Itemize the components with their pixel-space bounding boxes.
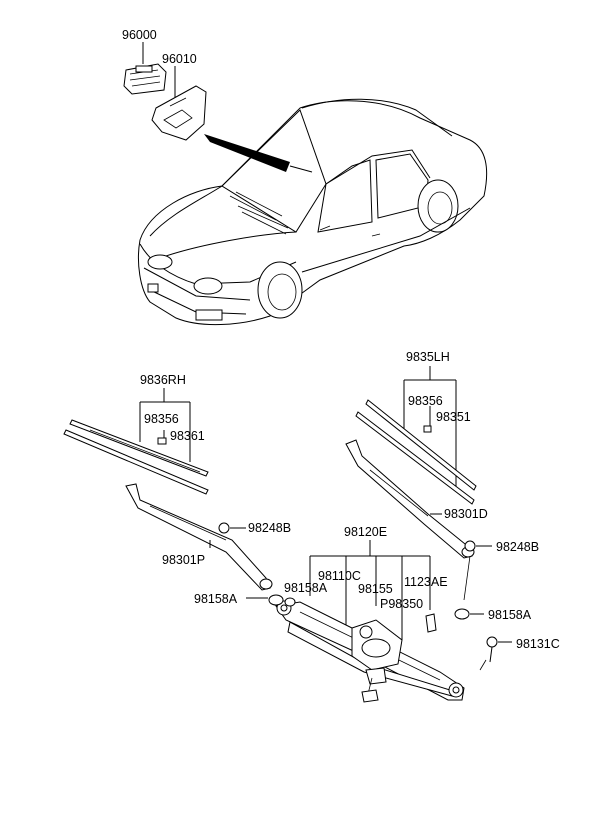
label-98131C: 98131C bbox=[516, 637, 560, 651]
label-9836RH: 9836RH bbox=[140, 373, 186, 387]
label-98158A-left: 98158A bbox=[194, 592, 238, 606]
bracket-98120E bbox=[309, 540, 431, 640]
label-1123AE: 1123AE bbox=[404, 575, 448, 589]
wiper-arm-98301P bbox=[125, 483, 273, 591]
car-illustration bbox=[137, 98, 488, 325]
label-98301P: 98301P bbox=[162, 553, 205, 567]
bolt-98131C bbox=[486, 636, 512, 663]
guide-lines-right bbox=[463, 555, 487, 671]
label-98248B-right: 98248B bbox=[496, 540, 539, 554]
label-98356-rh: 98356 bbox=[144, 412, 179, 426]
bracket-9836RH bbox=[139, 388, 191, 462]
wiper-blade-right-hand bbox=[63, 419, 209, 495]
washer-98158A-mid bbox=[284, 597, 296, 607]
label-98361: 98361 bbox=[170, 429, 205, 443]
wiper-arm-98301D bbox=[345, 439, 475, 559]
label-98120E: 98120E bbox=[344, 525, 387, 539]
label-98110C: 98110C bbox=[318, 569, 361, 583]
label-98301D: 98301D bbox=[444, 507, 488, 521]
label-98155: 98155 bbox=[358, 582, 393, 596]
pointer-arrow bbox=[204, 134, 290, 172]
pointer-line bbox=[289, 165, 313, 173]
label-98351: 98351 bbox=[436, 410, 471, 424]
label-P98350: P98350 bbox=[380, 597, 423, 611]
wiper-blade-left-hand bbox=[355, 399, 477, 505]
label-9835LH: 9835LH bbox=[406, 350, 450, 364]
label-96010: 96010 bbox=[162, 52, 197, 66]
washer-98158A-left bbox=[268, 594, 284, 606]
switch-module-96000 bbox=[123, 63, 167, 95]
bezel-96010 bbox=[151, 85, 207, 141]
label-98356-lh: 98356 bbox=[408, 394, 443, 408]
label-98248B-left: 98248B bbox=[248, 521, 291, 535]
wiper-linkage-98120E bbox=[275, 600, 465, 703]
label-98158A-right: 98158A bbox=[488, 608, 532, 622]
washer-98158A-right bbox=[454, 608, 470, 620]
nut-98248B-right bbox=[464, 540, 476, 552]
nut-98248B-left bbox=[218, 522, 230, 534]
label-98158A-mid: 98158A bbox=[284, 581, 328, 595]
label-96000: 96000 bbox=[122, 28, 157, 42]
